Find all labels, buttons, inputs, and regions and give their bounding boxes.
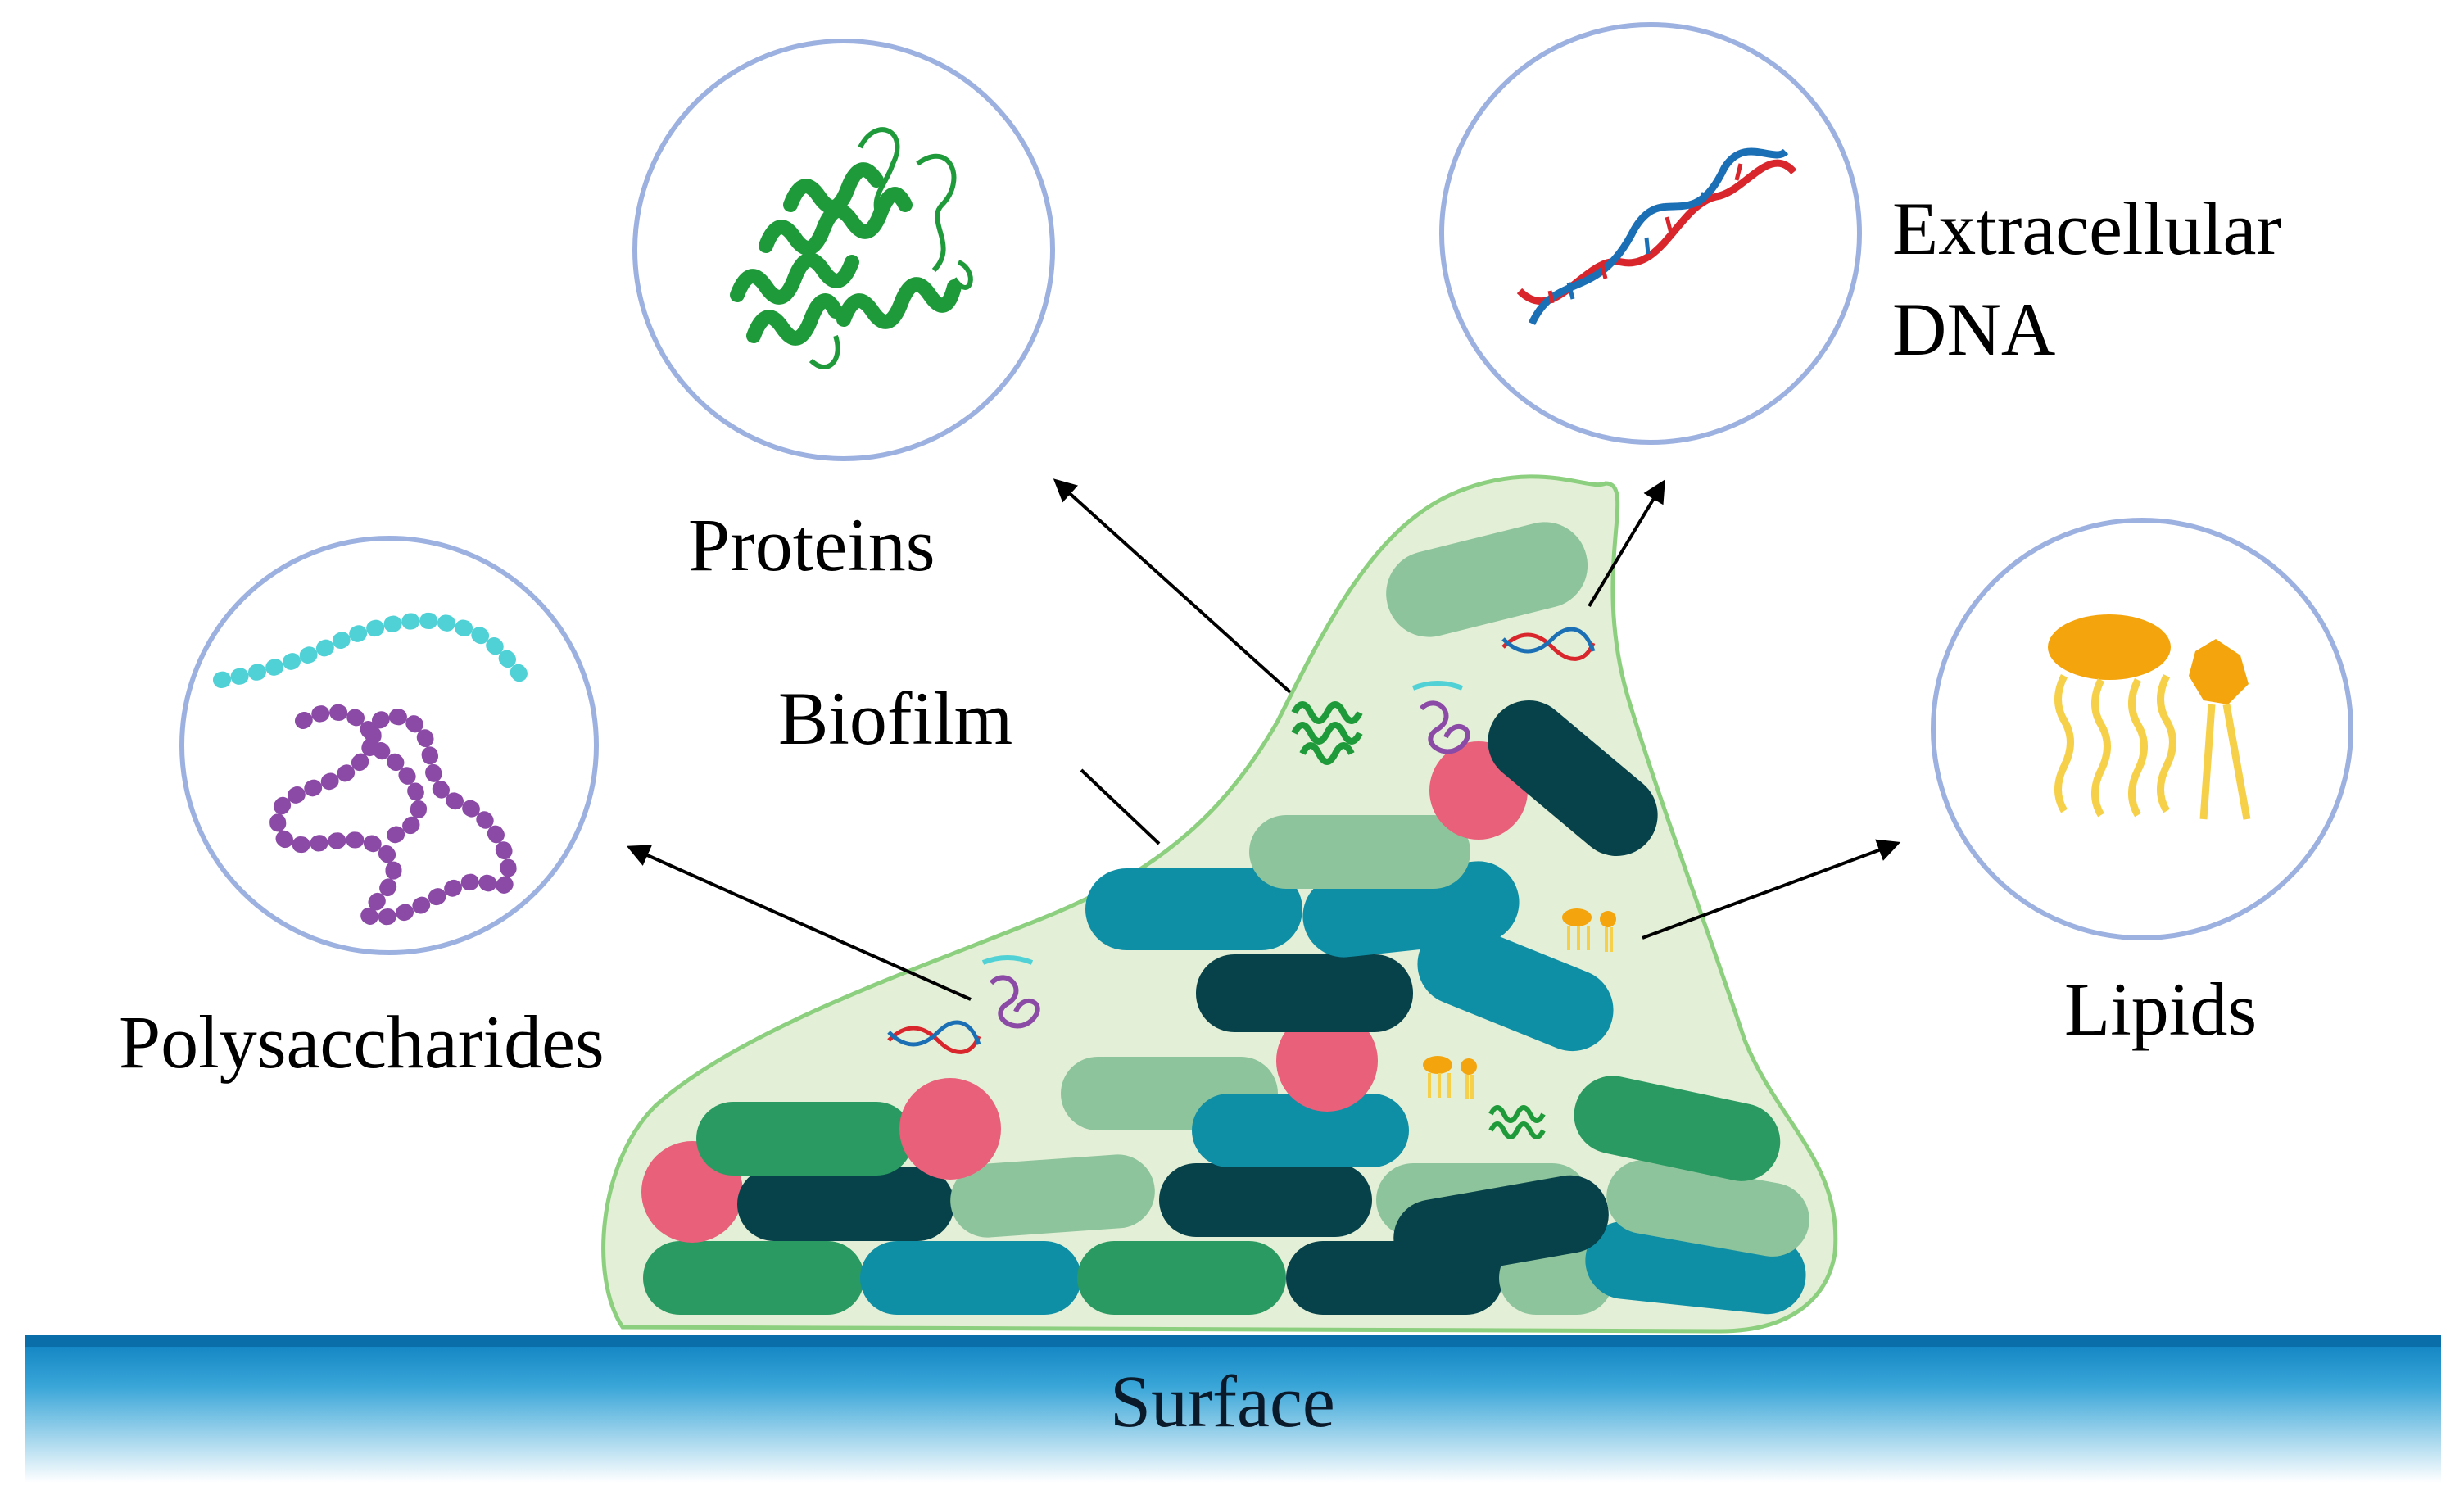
pink-cell	[1276, 1010, 1378, 1112]
bacterium-green	[1574, 1076, 1781, 1181]
bacterium-teal	[1085, 868, 1302, 950]
biofilm-pointer-line	[1080, 768, 1161, 845]
bacterium-light-green	[1249, 815, 1470, 889]
bacterium-teal	[860, 1241, 1081, 1315]
polysaccharide-coil-icon	[270, 704, 517, 926]
lipids-circle	[1931, 518, 2353, 940]
bacterium-light-green	[1386, 522, 1588, 637]
bacterium-dark	[737, 1167, 954, 1241]
lipid-head-icon	[2048, 614, 2171, 680]
protein-icon	[730, 162, 962, 346]
small-polysaccharide-icon	[1411, 681, 1470, 754]
small-protein-icon	[1291, 701, 1363, 765]
polysaccharides-label: Polysaccharides	[119, 1000, 605, 1084]
surface	[25, 1335, 2441, 1483]
bacterium-dark	[1196, 954, 1413, 1032]
small-lipid-icon	[1562, 908, 1616, 952]
bacterium-dark	[1393, 1175, 1609, 1278]
bacterium-dark	[1159, 1163, 1372, 1237]
dna-icon	[1516, 147, 1797, 325]
extracellular-dna-label-line1: Extracellular	[1892, 187, 2282, 270]
bacterium-dark	[1488, 700, 1658, 856]
extracellular-dna-circle	[1439, 22, 1862, 445]
bacterium-teal	[1192, 1094, 1409, 1167]
polysaccharide-chain-icon	[213, 612, 532, 688]
pink-cell	[899, 1078, 1001, 1180]
small-dna-icon	[887, 1020, 981, 1054]
lipid-hexagon-icon	[2189, 639, 2249, 704]
bacterium-light-green	[950, 1154, 1155, 1238]
embedded-molecules	[887, 627, 1616, 1139]
bacteria-cells	[641, 522, 1810, 1315]
small-protein-icon	[1488, 1105, 1546, 1139]
arrows	[626, 478, 1901, 1001]
small-lipid-icon	[1423, 1056, 1477, 1099]
arrow-to-dna	[1588, 479, 1665, 608]
dna-rungs	[1547, 163, 1743, 304]
lipids-label: Lipids	[2064, 967, 2258, 1051]
proteins-label: Proteins	[688, 503, 935, 587]
lipid-tails-icon	[2054, 673, 2251, 820]
arrow-to-polysaccharides	[626, 845, 972, 1001]
small-polysaccharide-icon	[981, 955, 1040, 1029]
arrow-to-lipids	[1642, 839, 1901, 940]
bacterium-green	[1077, 1241, 1286, 1315]
bacterium-light-green	[1606, 1160, 1810, 1257]
polysaccharides-circle	[179, 536, 599, 955]
bacterium-green	[643, 1241, 864, 1315]
surface-label: Surface	[1110, 1361, 1335, 1443]
extracellular-dna-label-line2: DNA	[1892, 288, 2056, 371]
biofilm-label: Biofilm	[778, 677, 1013, 760]
arrow-to-proteins	[1053, 478, 1292, 694]
bacterium-teal	[1417, 922, 1614, 1052]
proteins-circle	[632, 39, 1055, 461]
small-dna-icon	[1502, 627, 1596, 661]
bacterium-green	[696, 1102, 913, 1176]
